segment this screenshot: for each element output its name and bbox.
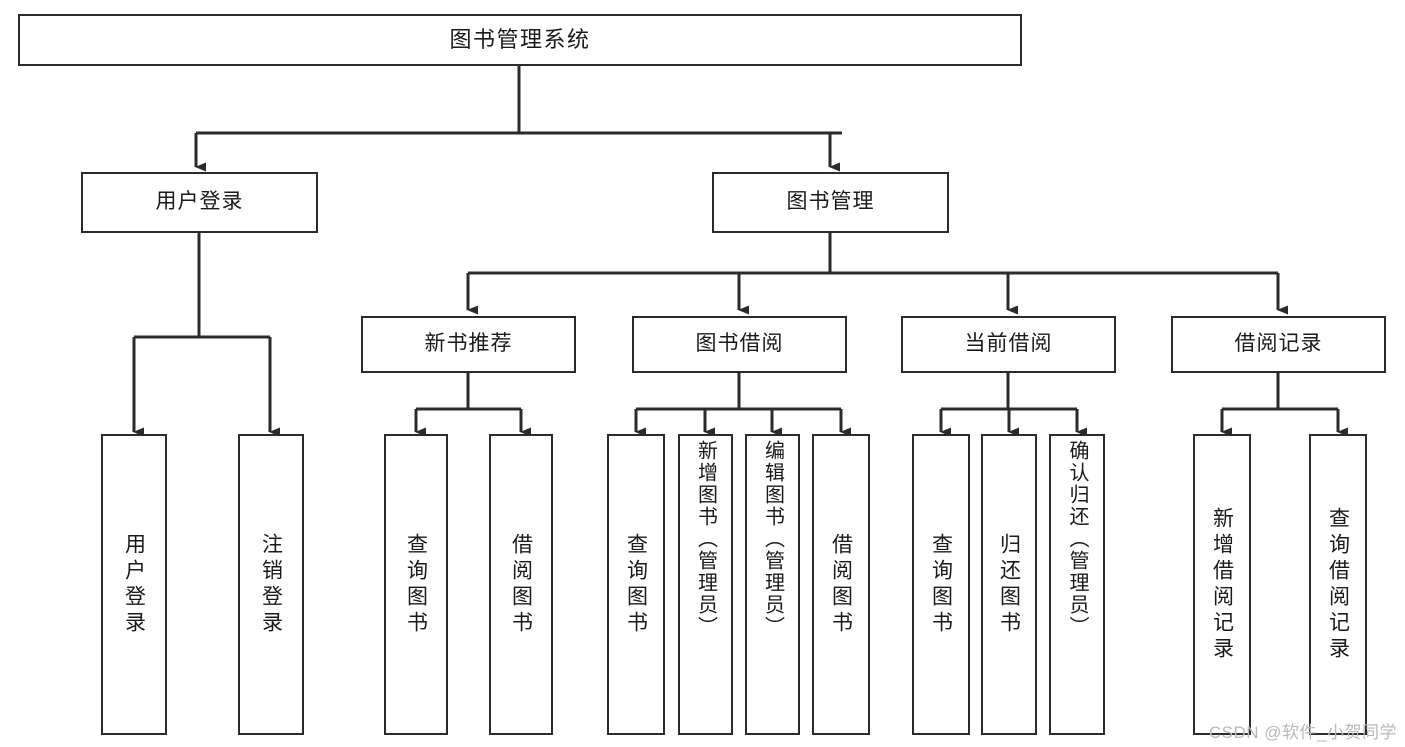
node-label: 图书管理系统 — [449, 27, 591, 53]
node-label: 编辑图书（管理员） — [761, 440, 784, 638]
node-label: 用户登录 — [155, 190, 244, 214]
node-label: 图书管理 — [786, 190, 875, 214]
node-label: 新书推荐 — [424, 332, 513, 356]
node-new-book-recommend[interactable]: 新书推荐 — [361, 316, 576, 373]
node-leaf-add-borrow-record[interactable]: 新增借阅记录 — [1193, 434, 1251, 735]
node-label: 查询借阅记录 — [1326, 506, 1350, 663]
csdn-watermark: CSDN @软件_小贺同学 — [1208, 723, 1397, 742]
node-leaf-return-book[interactable]: 归还图书 — [981, 434, 1037, 735]
node-leaf-edit-book-admin[interactable]: 编辑图书（管理员） — [745, 434, 800, 735]
node-book-management[interactable]: 图书管理 — [712, 172, 949, 233]
node-label: 借阅记录 — [1234, 332, 1323, 356]
node-label: 新增借阅记录 — [1210, 506, 1234, 663]
node-book-borrow[interactable]: 图书借阅 — [632, 316, 847, 373]
node-root-book-management-system[interactable]: 图书管理系统 — [18, 14, 1022, 66]
node-borrow-record[interactable]: 借阅记录 — [1171, 316, 1386, 373]
node-leaf-query-book-recommend[interactable]: 查询图书 — [384, 434, 448, 735]
node-label: 查询图书 — [929, 532, 953, 637]
node-leaf-confirm-return-admin[interactable]: 确认归还（管理员） — [1049, 434, 1105, 735]
node-label: 借阅图书 — [509, 532, 533, 637]
node-label: 当前借阅 — [964, 332, 1053, 356]
node-leaf-user-login[interactable]: 用户登录 — [101, 434, 167, 735]
node-leaf-borrow-book-recommend[interactable]: 借阅图书 — [489, 434, 553, 735]
node-label: 新增图书（管理员） — [694, 440, 717, 638]
node-leaf-user-logout[interactable]: 注销登录 — [238, 434, 304, 735]
node-leaf-query-borrow-record[interactable]: 查询借阅记录 — [1309, 434, 1367, 735]
node-label: 借阅图书 — [829, 532, 853, 637]
node-label: 用户登录 — [122, 532, 146, 637]
node-user-login[interactable]: 用户登录 — [81, 172, 318, 233]
node-current-borrow[interactable]: 当前借阅 — [901, 316, 1116, 373]
node-label: 查询图书 — [624, 532, 648, 637]
node-leaf-query-book-current[interactable]: 查询图书 — [912, 434, 970, 735]
node-leaf-add-book-admin[interactable]: 新增图书（管理员） — [678, 434, 733, 735]
node-label: 注销登录 — [259, 532, 283, 637]
node-label: 查询图书 — [404, 532, 428, 637]
node-leaf-borrow-book[interactable]: 借阅图书 — [812, 434, 870, 735]
node-label: 确认归还（管理员） — [1066, 440, 1088, 638]
node-leaf-query-book-borrow[interactable]: 查询图书 — [607, 434, 665, 735]
node-label: 归还图书 — [997, 532, 1021, 637]
node-label: 图书借阅 — [695, 332, 784, 356]
